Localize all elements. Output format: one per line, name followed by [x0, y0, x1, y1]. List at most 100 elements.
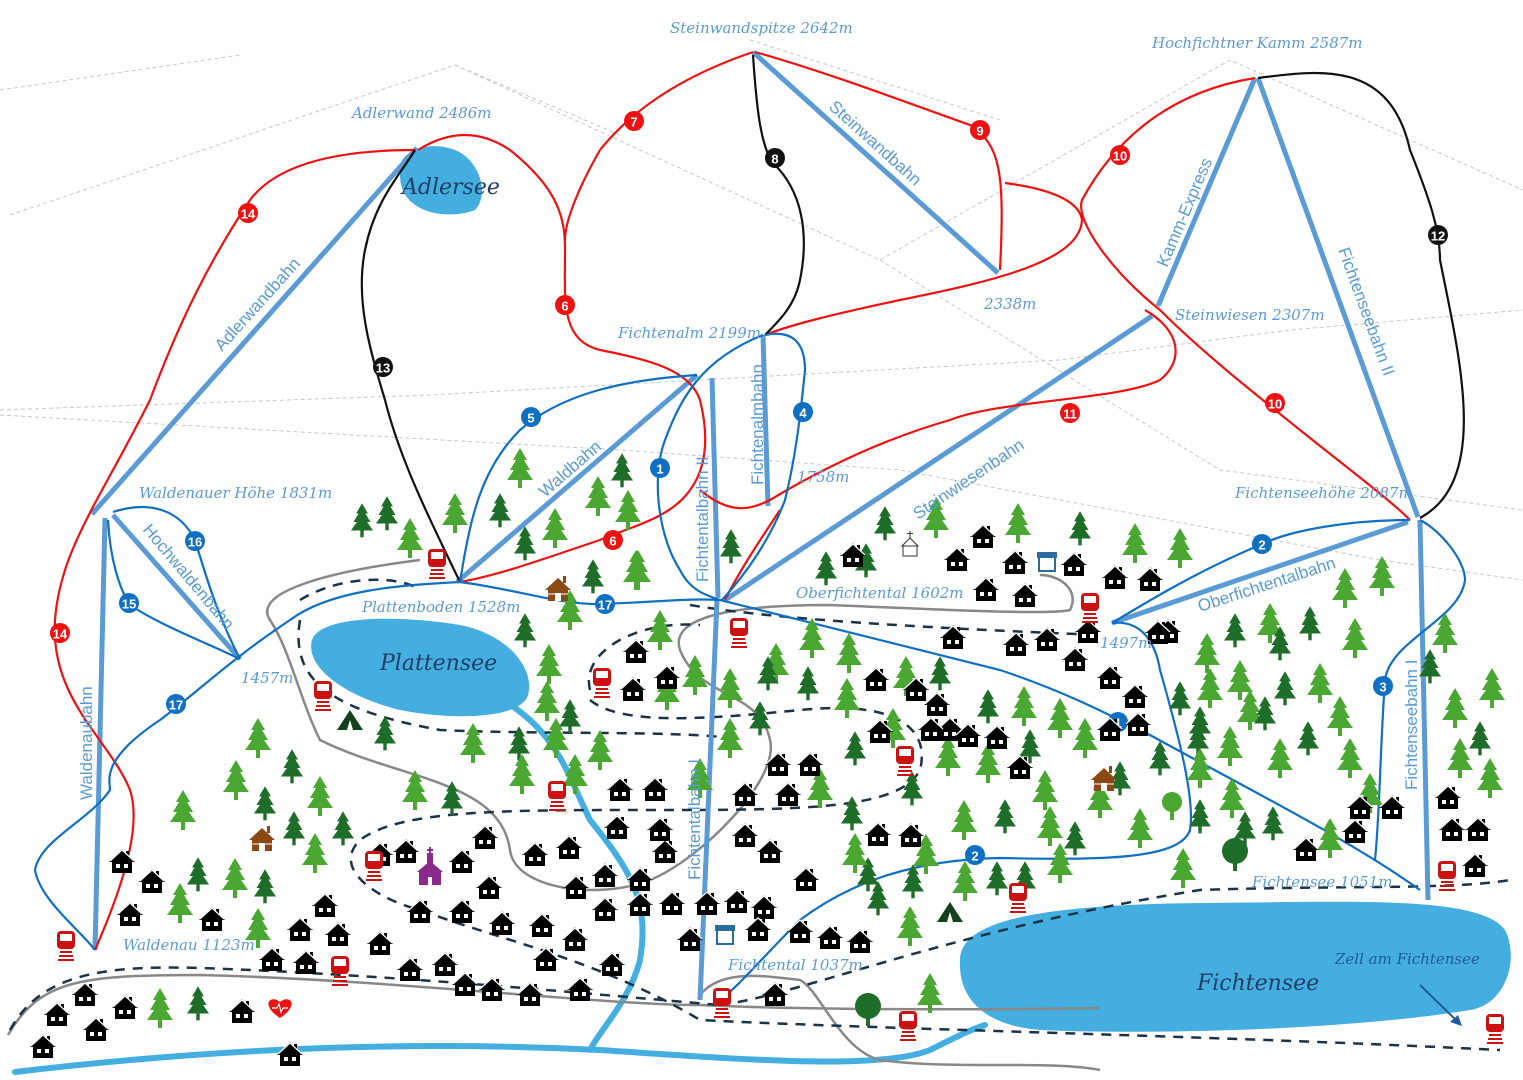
lift-label-kamm-express: Kamm-Express — [1153, 155, 1216, 269]
tree-icon — [442, 493, 468, 533]
tree-icon — [1223, 613, 1247, 648]
house-icon — [646, 816, 674, 842]
house-icon — [1124, 711, 1152, 737]
tree-icon — [1063, 821, 1087, 856]
run-marker-17: 17 — [595, 594, 615, 614]
run-marker-circle — [238, 203, 258, 223]
run-marker-number: 13 — [376, 361, 390, 376]
lifts — [90, 50, 1431, 1001]
house-icon — [786, 918, 814, 944]
run-marker-6: 6 — [603, 530, 623, 550]
house-icon — [792, 866, 820, 892]
place-steinwandspitze: Steinwandspitze 2642m — [670, 19, 853, 37]
tree-icon — [1170, 848, 1196, 888]
house-icon — [555, 834, 583, 860]
lift-label-fichtenalmbahn: Fichtenalmbahn — [748, 364, 767, 485]
house-icon — [1011, 582, 1039, 608]
run-marker-number: 11 — [1063, 407, 1077, 422]
place-zell-am-fichtensee: Zell am Fichtensee — [1334, 950, 1480, 968]
house-icon — [1292, 836, 1320, 862]
house-icon — [108, 848, 136, 874]
run-marker-15: 15 — [119, 593, 139, 613]
place-steinwiesen: Steinwiesen 2307m — [1175, 306, 1325, 324]
tree-icon — [1011, 686, 1037, 726]
house-icon — [1101, 564, 1129, 590]
house-icon — [816, 924, 844, 950]
run-marker-number: 14 — [241, 207, 256, 222]
tree-icon — [1273, 671, 1297, 706]
tree-icon — [282, 811, 306, 846]
place-fichtental: Fichtental 1037m — [727, 956, 863, 974]
lift-fichtentalbahn-1 — [697, 599, 720, 1001]
house-icon — [983, 724, 1011, 750]
run-marker-number: 6 — [561, 299, 568, 314]
place-fichtensee-village: Fichtensee 1051m — [1251, 873, 1392, 891]
run-marker-number: 6 — [609, 534, 616, 549]
house-icon — [731, 781, 759, 807]
train-station-icon — [1486, 1014, 1504, 1044]
fichtensee-lake — [959, 901, 1511, 1032]
train-station-icon — [593, 668, 611, 698]
tree-icon — [1072, 718, 1098, 758]
run-marker-circle — [650, 458, 670, 478]
house-icon — [846, 928, 874, 954]
tree-icon — [307, 776, 333, 816]
house-icon — [562, 874, 590, 900]
run-marker-number: 3 — [1379, 680, 1386, 695]
run-marker-3: 3 — [1373, 676, 1393, 696]
tree-icon — [985, 861, 1009, 896]
run-marker-circle — [1373, 676, 1393, 696]
ski-runs — [33, 50, 1467, 1001]
tree-icon — [610, 453, 634, 488]
tree-icon — [302, 833, 328, 873]
house-icon — [366, 930, 394, 956]
house-icon — [292, 949, 320, 975]
house-icon — [451, 971, 479, 997]
tree-icon — [1122, 523, 1148, 563]
run-marker-circle — [970, 120, 990, 140]
tree-icon — [866, 881, 890, 916]
camping-tent-icon — [337, 710, 363, 730]
train-station-icon — [428, 549, 446, 579]
lift-fichtenseebahn-1 — [1417, 519, 1431, 901]
zell-arrow-icon — [1419, 984, 1462, 1026]
lift-fichtenalmbahn — [760, 334, 771, 507]
tree-icon — [147, 988, 173, 1028]
tree-icon — [245, 718, 271, 758]
tree-icon — [1253, 696, 1277, 731]
house-icon — [111, 994, 139, 1020]
tree-icon — [1337, 738, 1363, 778]
house-icon — [591, 862, 619, 888]
house-icon — [324, 921, 352, 947]
house-icon — [619, 676, 647, 702]
run-marker-number: 9 — [976, 124, 983, 139]
tree-icon — [397, 518, 423, 558]
tree-icon — [615, 490, 641, 530]
tree-icon — [331, 811, 355, 846]
run-marker-circle — [373, 357, 393, 377]
tree-icon — [1047, 843, 1073, 883]
tree-icon — [900, 771, 924, 806]
run-marker-4: 4 — [793, 402, 813, 422]
contour-lines — [0, 39, 1523, 581]
tree-icon — [1148, 741, 1172, 776]
house-icon — [29, 1033, 57, 1059]
shop-icon — [1037, 552, 1057, 572]
house-icon — [1464, 816, 1492, 842]
tree-icon — [280, 749, 304, 784]
place-fichtenseehoehe: Fichtenseehöhe 2087m — [1234, 484, 1413, 502]
house-icon — [731, 822, 759, 848]
run-marker-13: 13 — [373, 357, 393, 377]
house-icon — [1121, 683, 1149, 709]
tree-icon — [1217, 726, 1243, 766]
run-marker-9: 9 — [970, 120, 990, 140]
tree-icon — [223, 760, 249, 800]
house-icon — [228, 998, 256, 1024]
tree-icon — [873, 506, 897, 541]
tree-icon — [951, 800, 977, 840]
house-icon — [396, 956, 424, 982]
house-icon — [258, 946, 286, 972]
tree-icon — [1127, 808, 1153, 848]
tree-icon — [167, 883, 193, 923]
house-icon — [276, 1041, 304, 1067]
